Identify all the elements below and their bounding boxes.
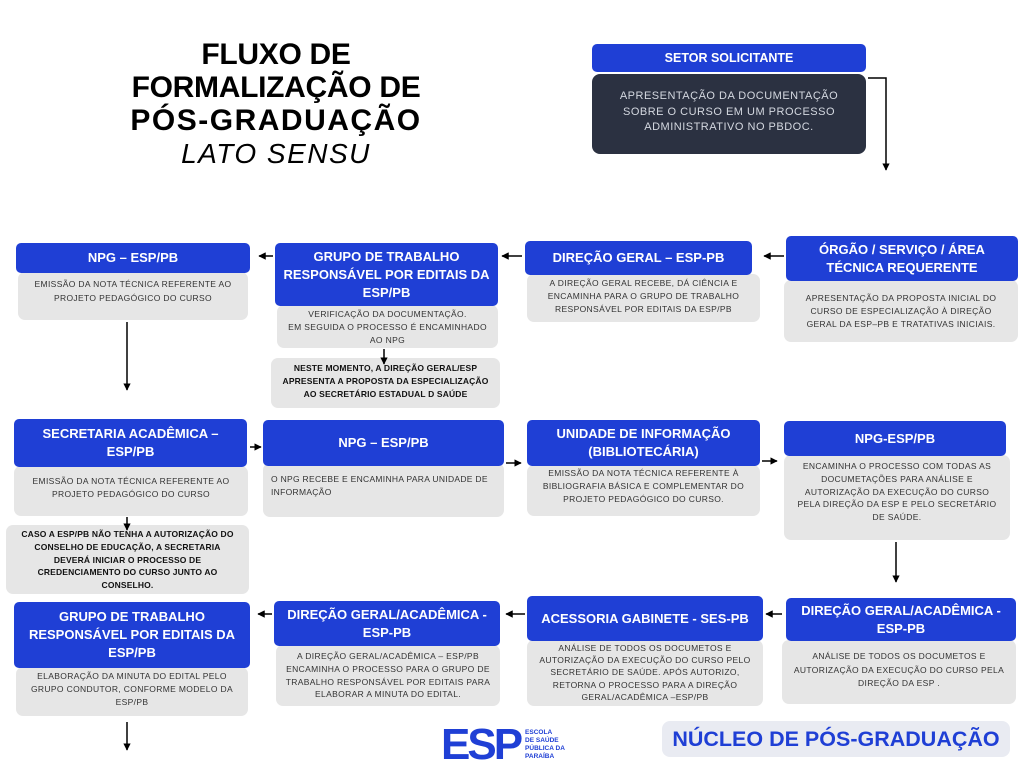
unidade-informacao-header: UNIDADE DE INFORMAÇÃO (BIBLIOTECÁRIA) [527,420,760,466]
npg-encaminha-text: O NPG RECEBE E ENCAMINHA PARA UNIDADE DE… [263,463,504,517]
esp-logo: ESP ESCOLA DE SAÚDE PÚBLICA DA PARAÍBA [441,720,565,769]
title-line-2: FORMALIZAÇÃO DE [131,71,421,104]
credenciamento-nota-box: CASO A ESP/PB NÃO TENHA A AUTORIZAÇÃO DO… [6,525,249,594]
direcao-geral-header: DIREÇÃO GERAL – ESP-PB [525,241,752,275]
direcao-academica-encaminha-text: A DIREÇÃO GERAL/ACADÊMICA – ESP/PB ENCAM… [276,645,500,706]
logo-name-line: PÚBLICA DA [525,745,565,752]
npg-documentacao-text: ENCAMINHA O PROCESSO COM TODAS AS DOCUME… [784,455,1010,540]
npg-nota-tecnica-header: NPG – ESP/PB [16,243,250,273]
logo-acronym: ESP [441,720,523,769]
nota-secretario-box: NESTE MOMENTO, A DIREÇÃO GERAL/ESP APRES… [271,358,500,408]
title-line-3: PÓS-GRADUAÇÃO [130,104,422,137]
setor-solicitante-text: APRESENTAÇÃO DA DOCUMENTAÇÃO SOBRE O CUR… [592,74,866,154]
direcao-geral-text: A DIREÇÃO GERAL RECEBE, DÁ CIÊNCIA E ENC… [527,274,760,322]
assessoria-gabinete-text: ANÁLISE DE TODOS OS DOCUMETOS E AUTORIZA… [527,640,763,706]
grupo-trabalho-minuta-text: ELABORAÇÃO DA MINUTA DO EDITAL PELO GRUP… [16,667,248,716]
grupo-trabalho-verificacao-header: GRUPO DE TRABALHO RESPONSÁVEL POR EDITAI… [275,243,498,306]
logo-name: ESCOLA DE SAÚDE PÚBLICA DA PARAÍBA [525,729,565,761]
grupo-trabalho-minuta-header: GRUPO DE TRABALHO RESPONSÁVEL POR EDITAI… [14,602,250,668]
diagram-title: FLUXO DE FORMALIZAÇÃO DE PÓS-GRADUAÇÃO L… [100,38,452,170]
orgao-requerente-text: APRESENTAÇÃO DA PROPOSTA INICIAL DO CURS… [784,280,1018,342]
title-line-1: FLUXO DE [201,38,351,71]
npg-documentacao-header: NPG-ESP/PB [784,421,1006,456]
npg-nota-tecnica-text: EMISSÃO DA NOTA TÉCNICA REFERENTE AO PRO… [18,272,248,320]
npg-encaminha-header: NPG – ESP/PB [263,420,504,466]
direcao-academica-analise-text: ANÁLISE DE TODOS OS DOCUMETOS E AUTORIZA… [782,640,1016,704]
logo-name-line: PARAÍBA [525,753,555,760]
direcao-academica-analise-header: DIREÇÃO GERAL/ACADÊMICA - ESP-PB [786,598,1016,641]
logo-name-line: DE SAÚDE [525,737,559,744]
secretaria-academica-text: EMISSÃO DA NOTA TÉCNICA REFERENTE AO PRO… [14,466,248,516]
title-subtitle: LATO SENSU [181,138,371,169]
orgao-requerente-header: ÓRGÃO / SERVIÇO / ÁREA TÉCNICA REQUERENT… [786,236,1018,281]
direcao-academica-encaminha-header: DIREÇÃO GERAL/ACADÊMICA - ESP-PB [274,601,500,646]
nucleo-pos-graduacao-label: NÚCLEO DE PÓS-GRADUAÇÃO [662,721,1010,757]
logo-name-line: ESCOLA [525,729,553,736]
grupo-trabalho-verificacao-text: VERIFICAÇÃO DA DOCUMENTAÇÃO. EM SEGUIDA … [277,305,498,348]
setor-solicitante-header: SETOR SOLICITANTE [592,44,866,72]
assessoria-gabinete-header: ACESSORIA GABINETE - SES-PB [527,596,763,641]
secretaria-academica-header: SECRETARIA ACADÊMICA – ESP/PB [14,419,247,467]
unidade-informacao-text: EMISSÃO DA NOTA TÉCNICA REFERENTE À BIBL… [527,465,760,516]
arrow-setor-to-orgao [868,77,890,171]
